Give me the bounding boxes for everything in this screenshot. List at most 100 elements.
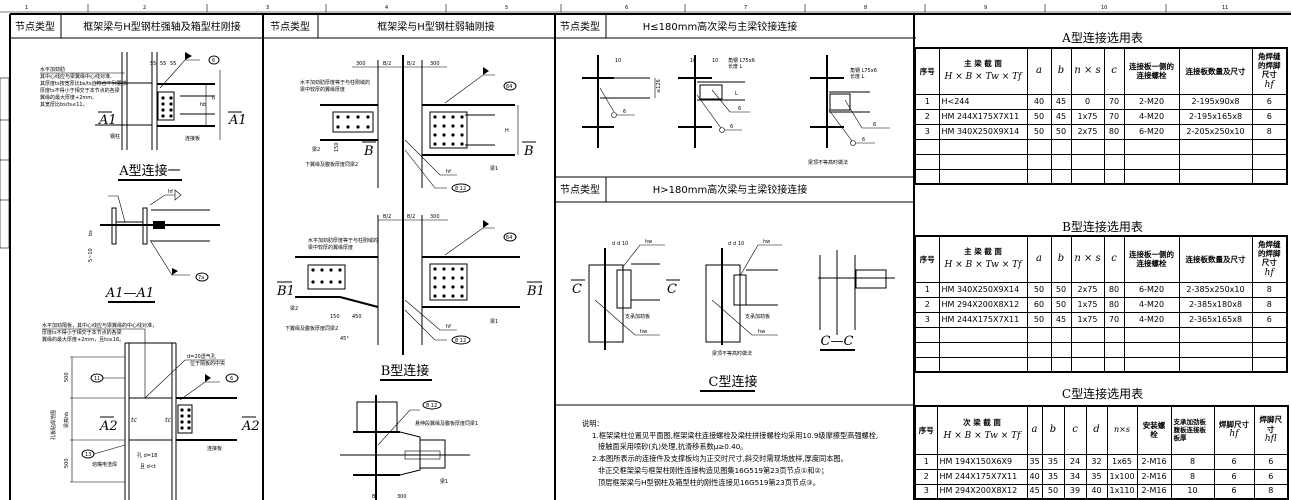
section-title: A1—A1 <box>105 286 154 301</box>
table-a-title: A型连接选用表 <box>1062 31 1143 45</box>
table-cell <box>914 138 940 155</box>
table-cell: 2x75 <box>1070 281 1105 298</box>
table-cell: 2-M16 <box>1136 453 1172 470</box>
note-line: 悬伸段翼缘及腹板厚度同梁1 <box>415 420 478 427</box>
callout-label: 64 <box>506 235 512 241</box>
empty-table-row <box>914 138 1288 155</box>
callout-bubble <box>195 272 209 282</box>
note-line: 梁顶不等高时做法 <box>808 159 848 166</box>
callout-bubble <box>451 183 471 193</box>
table-cell: 39 <box>1063 483 1087 500</box>
bolt-icon <box>460 294 464 298</box>
table-cell: 50 <box>1026 281 1052 298</box>
table-cell <box>914 326 940 343</box>
callout-bubble <box>503 81 517 91</box>
weld-flag-icon <box>483 67 489 75</box>
table-cell: 50 <box>1026 123 1052 140</box>
section-mark-left: A2 <box>99 419 118 434</box>
table-cell: 10 <box>1170 483 1215 500</box>
empty-table-row <box>914 168 1288 185</box>
bolt-icon <box>338 268 342 272</box>
table-cell <box>1178 356 1253 373</box>
note-line: 水平加劲肋厚度等于与柱刚域的 <box>308 237 378 244</box>
bolt-icon <box>451 285 455 289</box>
table-cell: 1x75 <box>1070 296 1105 313</box>
bolt-icon <box>460 267 464 271</box>
table-cell: 2-195x90x8 <box>1178 93 1253 110</box>
column-header: 连接板一侧的连接螺栓 <box>1123 235 1180 283</box>
dim-label: 55 <box>170 61 176 67</box>
section-mark-left: B <box>363 144 374 159</box>
table-cell <box>1123 153 1180 170</box>
weld-size-label: hw <box>645 239 652 245</box>
beam-label: 梁1 <box>490 318 498 325</box>
dim-label: 10 <box>622 241 628 247</box>
callout-label: 6 <box>212 58 215 64</box>
table-cell: 4-M20 <box>1123 296 1180 313</box>
drawing-b-connection: 300 B/2 B/2 300 H 150 水平加劲肋厚度等于与柱刚域的 梁中较… <box>300 55 536 205</box>
note-line: 厚度ts不得小于相交于本节点的各梁 <box>40 87 120 94</box>
table-cell <box>1070 326 1105 343</box>
panel-header-4: 节点类型 H>180mm高次梁与主梁铰接连接 <box>560 183 807 196</box>
beam-label: 梁2 <box>312 146 320 153</box>
table-cell <box>938 168 1028 185</box>
table-cell: 1x65 <box>1106 453 1138 470</box>
table-cell <box>1103 168 1125 185</box>
bolt-icon <box>356 115 360 119</box>
section-mark-right: B1 <box>526 284 545 299</box>
column-header: c <box>1063 405 1087 455</box>
bolt-icon <box>433 276 437 280</box>
bolt-icon <box>442 142 446 146</box>
column-header: 安装螺栓 <box>1136 405 1172 455</box>
table-cell <box>1251 168 1288 185</box>
panel-header-1: 节点类型 框架梁与H型钢柱强轴及箱型柱刚接 <box>15 20 241 33</box>
dim-label: 10 <box>738 241 744 247</box>
table-cell: 80 <box>1103 296 1125 313</box>
table-cell <box>1050 356 1072 373</box>
table-cell: HM 244X175X7X11 <box>938 108 1028 125</box>
notes-heading: 说明： <box>582 419 604 428</box>
table-cell <box>1050 168 1072 185</box>
column-header: d <box>1085 405 1108 455</box>
bolt-icon <box>169 108 173 112</box>
table-cell <box>1026 168 1052 185</box>
weld-size-label: 6 <box>738 106 741 112</box>
table-cell <box>1026 341 1052 358</box>
table-cell: 6 <box>1213 483 1255 500</box>
note-line: 梁中较厚的翼缘厚度 <box>300 86 345 93</box>
column-header: b <box>1041 405 1065 455</box>
bolt-icon <box>169 102 173 106</box>
hole-label: 且 d<t <box>140 464 156 470</box>
column-header: a <box>1026 405 1043 455</box>
header-symbol: hf <box>1264 79 1274 90</box>
table-cell: 70 <box>1103 311 1125 328</box>
node-type-label: 节点类型 <box>15 20 55 33</box>
table-cell: 1 <box>914 453 938 470</box>
header-formula: H × B × Tw × Tf <box>944 259 1022 270</box>
column-header: a <box>1026 235 1052 283</box>
table-cell: 4-M20 <box>1123 108 1180 125</box>
callout-bubble <box>422 400 442 410</box>
note-line: 其中心线应与梁翼缘中心线对准, <box>40 73 112 80</box>
section-mark-left: C <box>572 282 582 297</box>
bolt-icon <box>460 285 464 289</box>
bolt-icon <box>460 124 464 128</box>
bolt-icon <box>442 133 446 137</box>
dim-label: 10 <box>615 58 621 64</box>
panel-header-3: 节点类型 H≤180mm高次梁与主梁铰接连接 <box>560 20 797 33</box>
bolt-icon <box>460 115 464 119</box>
table-cell: 2-M16 <box>1136 468 1172 485</box>
bolt-icon <box>460 133 464 137</box>
ruler-label: 8 <box>864 5 867 11</box>
node-type-label: 节点类型 <box>270 20 310 33</box>
dim-label: 300 <box>430 61 440 67</box>
callout-label: 13 <box>85 452 91 458</box>
header-text: 角焊缝的焊脚尺寸 <box>1258 51 1281 80</box>
bolt-icon <box>433 285 437 289</box>
column-header: 序号 <box>914 47 940 95</box>
